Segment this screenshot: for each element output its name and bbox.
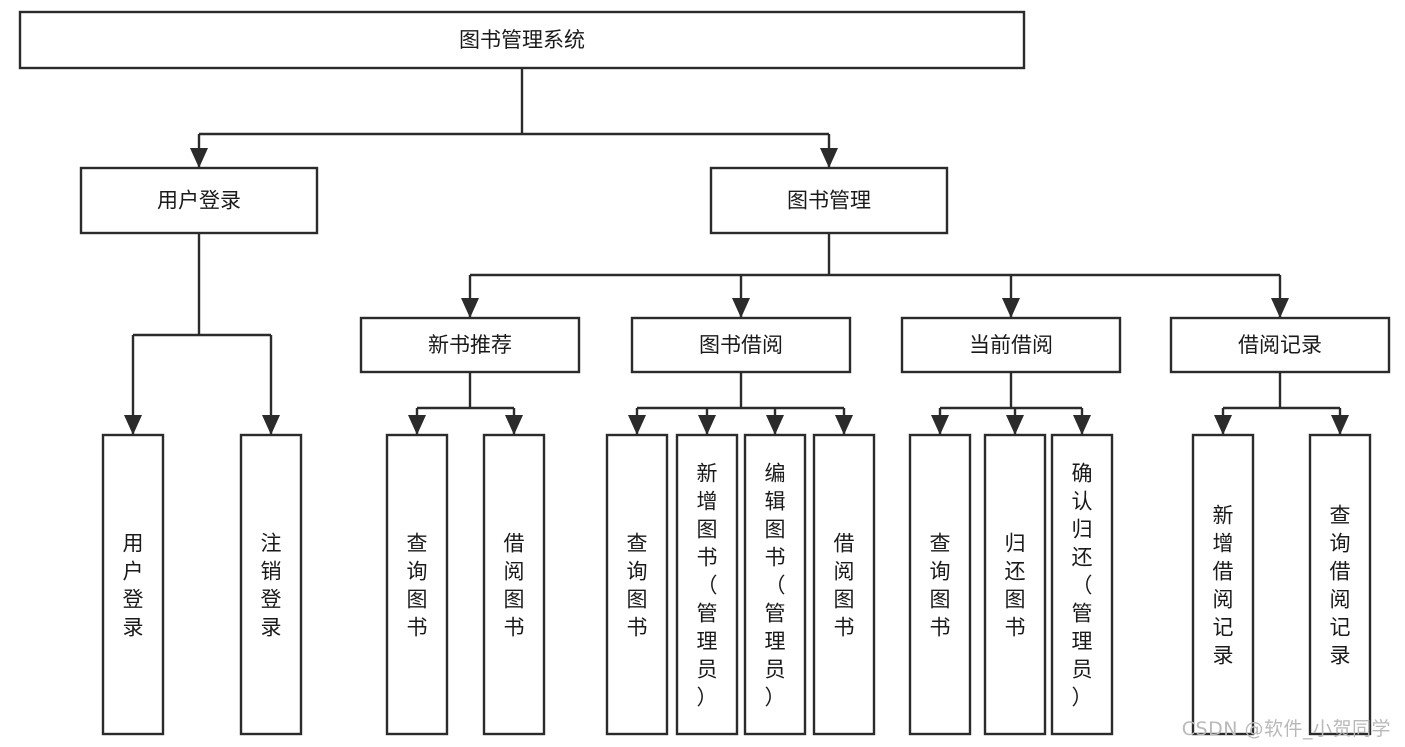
node-label-leaf-user-login: 用户登录 [123, 531, 144, 639]
node-box-root [18, 10, 1026, 70]
node-label-leaf-query-book-2: 查询图书 [627, 531, 648, 639]
node-book-borrow[interactable]: 图书借阅 [630, 316, 852, 374]
user-login-arrow-2 [262, 415, 280, 435]
node-box-leaf-query-book-1 [385, 433, 449, 736]
book-borrow-arrow-1 [628, 415, 646, 435]
node-label-leaf-add-book: 新增图书（管理员） [697, 461, 718, 709]
new-book-rec-arrow-1 [408, 415, 426, 435]
node-root[interactable]: 图书管理系统 [18, 10, 1026, 70]
node-box-leaf-edit-book [743, 433, 807, 736]
node-leaf-add-record[interactable]: 新增借阅记录 [1191, 433, 1255, 736]
node-label-leaf-user-logout: 注销登录 [261, 531, 282, 639]
node-leaf-confirm-return[interactable]: 确认归还（管理员） [1050, 433, 1114, 736]
node-leaf-edit-book[interactable]: 编辑图书（管理员） [743, 433, 807, 736]
node-box-current-borrow [900, 316, 1122, 374]
book-manage-arrow-4 [1271, 298, 1289, 318]
node-label-leaf-add-record: 新增借阅记录 [1213, 503, 1234, 667]
book-borrow-arrow-4 [835, 415, 853, 435]
node-box-leaf-add-record [1191, 433, 1255, 736]
current-borrow-arrow-3 [1073, 415, 1091, 435]
node-box-leaf-user-logout [239, 433, 303, 736]
node-leaf-borrow-book-1[interactable]: 借阅图书 [482, 433, 546, 736]
node-label-current-borrow: 当前借阅 [969, 333, 1053, 357]
new-book-rec-arrow-2 [505, 415, 523, 435]
node-label-book-manage: 图书管理 [787, 189, 871, 213]
book-borrow-arrow-3 [766, 415, 784, 435]
node-box-new-book-rec [359, 316, 581, 374]
borrow-record-arrow-2 [1331, 415, 1349, 435]
book-manage-arrow-1 [461, 298, 479, 318]
root-arrow-1 [190, 148, 208, 168]
node-label-leaf-confirm-return: 确认归还（管理员） [1072, 461, 1093, 709]
node-box-leaf-add-book [675, 433, 739, 736]
book-manage-arrow-3 [1002, 298, 1020, 318]
book-borrow-arrow-2 [698, 415, 716, 435]
node-box-borrow-record [1169, 316, 1391, 374]
node-leaf-add-book[interactable]: 新增图书（管理员） [675, 433, 739, 736]
node-label-leaf-return-book: 归还图书 [1005, 531, 1026, 639]
node-label-user-login: 用户登录 [157, 189, 241, 213]
user-login-arrow-1 [124, 415, 142, 435]
book-manage-arrow-2 [732, 298, 750, 318]
node-user-login[interactable]: 用户登录 [79, 166, 319, 235]
node-current-borrow[interactable]: 当前借阅 [900, 316, 1122, 374]
node-leaf-query-book-1[interactable]: 查询图书 [385, 433, 449, 736]
node-leaf-user-login[interactable]: 用户登录 [101, 433, 165, 736]
node-box-leaf-user-login [101, 433, 165, 736]
node-book-manage[interactable]: 图书管理 [709, 166, 949, 235]
node-leaf-return-book[interactable]: 归还图书 [983, 433, 1047, 736]
node-label-leaf-query-book-3: 查询图书 [930, 531, 951, 639]
node-label-root: 图书管理系统 [459, 28, 585, 52]
node-leaf-query-book-3[interactable]: 查询图书 [908, 433, 972, 736]
root-arrow-2 [820, 148, 838, 168]
node-box-leaf-query-book-2 [605, 433, 669, 736]
node-box-leaf-borrow-book-2 [812, 433, 876, 736]
node-label-book-borrow: 图书借阅 [699, 333, 783, 357]
node-box-user-login [79, 166, 319, 235]
node-box-leaf-confirm-return [1050, 433, 1114, 736]
node-box-leaf-query-book-3 [908, 433, 972, 736]
current-borrow-arrow-2 [1006, 415, 1024, 435]
node-new-book-rec[interactable]: 新书推荐 [359, 316, 581, 374]
node-box-leaf-borrow-book-1 [482, 433, 546, 736]
node-leaf-borrow-book-2[interactable]: 借阅图书 [812, 433, 876, 736]
borrow-record-arrow-1 [1214, 415, 1232, 435]
node-label-new-book-rec: 新书推荐 [428, 333, 512, 357]
node-label-leaf-query-record: 查询借阅记录 [1330, 503, 1351, 667]
node-label-leaf-borrow-book-2: 借阅图书 [834, 531, 855, 639]
node-label-leaf-query-book-1: 查询图书 [407, 531, 428, 639]
node-label-leaf-borrow-book-1: 借阅图书 [504, 531, 525, 639]
node-box-book-borrow [630, 316, 852, 374]
node-label-borrow-record: 借阅记录 [1238, 333, 1322, 357]
node-box-leaf-return-book [983, 433, 1047, 736]
node-box-leaf-query-record [1308, 433, 1372, 736]
node-label-leaf-edit-book: 编辑图书（管理员） [765, 461, 786, 709]
node-leaf-user-logout[interactable]: 注销登录 [239, 433, 303, 736]
node-leaf-query-book-2[interactable]: 查询图书 [605, 433, 669, 736]
node-leaf-query-record[interactable]: 查询借阅记录 [1308, 433, 1372, 736]
node-box-book-manage [709, 166, 949, 235]
node-borrow-record[interactable]: 借阅记录 [1169, 316, 1391, 374]
current-borrow-arrow-1 [931, 415, 949, 435]
